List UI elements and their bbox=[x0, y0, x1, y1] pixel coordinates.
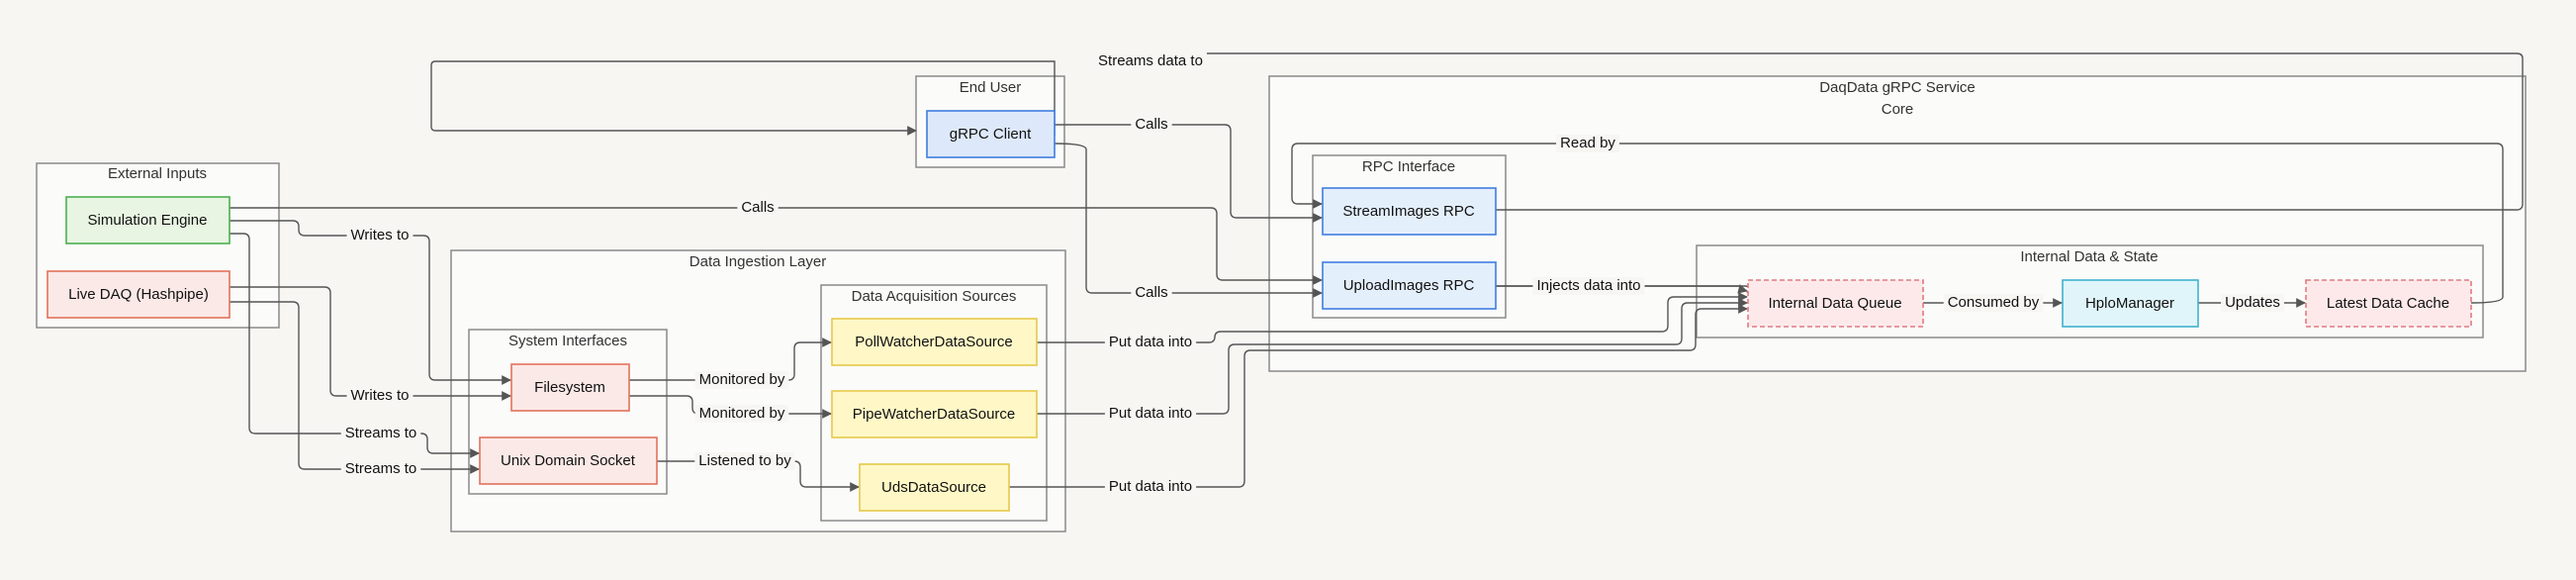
label-put-data-into-poll: Put data into bbox=[1104, 334, 1197, 351]
node-unix-domain-socket[interactable]: Unix Domain Socket bbox=[479, 436, 658, 485]
label-injects-data-into: Injects data into bbox=[1532, 277, 1645, 295]
node-unix-domain-socket-label: Unix Domain Socket bbox=[501, 452, 636, 469]
cluster-end-user-title: End User bbox=[960, 79, 1022, 96]
label-calls-sim: Calls bbox=[737, 199, 779, 217]
node-simulation-engine-label: Simulation Engine bbox=[88, 212, 208, 229]
edge-listened-to-by bbox=[657, 460, 860, 492]
label-streams-data-to: Streams data to bbox=[1094, 52, 1207, 70]
node-upload-images-rpc[interactable]: UploadImages RPC bbox=[1322, 261, 1497, 310]
node-hplo-manager[interactable]: HploManager bbox=[2062, 279, 2199, 328]
cluster-core-title: Core bbox=[1882, 101, 1914, 118]
svg-text:Monitored by: Monitored by bbox=[699, 405, 785, 422]
edge-put-data-into-uds bbox=[1009, 304, 1748, 488]
cluster-external-inputs-title: External Inputs bbox=[108, 165, 207, 182]
svg-text:Streams to: Streams to bbox=[345, 460, 417, 477]
node-pipe-watcher-label: PipeWatcherDataSource bbox=[853, 406, 1016, 423]
label-monitored-by-pipe: Monitored by bbox=[694, 405, 789, 423]
node-poll-watcher-label: PollWatcherDataSource bbox=[855, 334, 1013, 350]
node-latest-data-cache[interactable]: Latest Data Cache bbox=[2305, 279, 2472, 328]
edge-injects-arrow bbox=[1496, 284, 1748, 294]
edge-monitored-by-poll bbox=[629, 338, 832, 381]
svg-text:Streams data to: Streams data to bbox=[1098, 52, 1203, 69]
label-updates: Updates bbox=[2221, 294, 2284, 312]
svg-text:Updates: Updates bbox=[2225, 294, 2280, 311]
svg-text:Put data into: Put data into bbox=[1109, 334, 1192, 350]
edge-stream-back bbox=[1201, 52, 2524, 211]
cluster-system-interfaces-title: System Interfaces bbox=[508, 333, 627, 349]
svg-text:Put data into: Put data into bbox=[1109, 405, 1192, 422]
node-upload-images-rpc-label: UploadImages RPC bbox=[1343, 277, 1475, 294]
node-simulation-engine[interactable]: Simulation Engine bbox=[65, 196, 230, 244]
node-internal-data-queue[interactable]: Internal Data Queue bbox=[1747, 279, 1924, 328]
edge-streams-to-daq bbox=[230, 301, 480, 474]
svg-text:Put data into: Put data into bbox=[1109, 478, 1192, 495]
cluster-ingestion-layer-title: Data Ingestion Layer bbox=[690, 253, 826, 270]
node-poll-watcher[interactable]: PollWatcherDataSource bbox=[831, 318, 1038, 366]
edge-labels: Streams data to Calls Calls Calls Read b… bbox=[340, 52, 2284, 496]
node-live-daq[interactable]: Live DAQ (Hashpipe) bbox=[46, 270, 230, 319]
label-read-by: Read by bbox=[1556, 135, 1619, 152]
svg-text:Writes to: Writes to bbox=[351, 387, 410, 404]
label-consumed-by: Consumed by bbox=[1943, 294, 2044, 312]
node-latest-data-cache-label: Latest Data Cache bbox=[2327, 295, 2449, 312]
cluster-daqdata-service-title: DaqData gRPC Service bbox=[1819, 79, 1976, 96]
label-writes-to-daq: Writes to bbox=[346, 387, 414, 405]
label-monitored-by-poll: Monitored by bbox=[694, 371, 789, 389]
svg-text:Writes to: Writes to bbox=[351, 227, 410, 243]
node-grpc-client-label: gRPC Client bbox=[950, 126, 1032, 143]
label-writes-to-sim: Writes to bbox=[346, 227, 414, 244]
svg-text:Streams to: Streams to bbox=[345, 425, 417, 441]
node-stream-images-rpc-label: StreamImages RPC bbox=[1342, 203, 1475, 220]
label-calls-client-upload: Calls bbox=[1131, 284, 1172, 302]
nodes: Simulation Engine Live DAQ (Hashpipe) gR… bbox=[46, 110, 2472, 512]
node-pipe-watcher[interactable]: PipeWatcherDataSource bbox=[831, 390, 1038, 438]
edge-streams-to-sim bbox=[230, 233, 480, 458]
edge-put-data-into-poll bbox=[1037, 292, 1748, 343]
node-filesystem[interactable]: Filesystem bbox=[510, 363, 630, 412]
label-calls-client-stream: Calls bbox=[1131, 116, 1172, 134]
node-live-daq-label: Live DAQ (Hashpipe) bbox=[68, 286, 209, 303]
node-stream-images-rpc[interactable]: StreamImages RPC bbox=[1322, 187, 1497, 236]
edge-calls-sim bbox=[230, 207, 1323, 285]
label-put-data-into-pipe: Put data into bbox=[1104, 405, 1197, 423]
label-put-data-into-uds: Put data into bbox=[1104, 478, 1197, 496]
node-uds-source-label: UdsDataSource bbox=[881, 479, 986, 496]
cluster-rpc-interface-title: RPC Interface bbox=[1362, 158, 1455, 175]
node-filesystem-label: Filesystem bbox=[534, 379, 605, 396]
cluster-acquisition-sources-title: Data Acquisition Sources bbox=[852, 288, 1017, 305]
edge-calls-client-stream bbox=[1055, 124, 1323, 223]
edge-streams-data-to bbox=[430, 60, 1056, 136]
svg-text:Read by: Read by bbox=[1560, 135, 1615, 151]
svg-text:Consumed by: Consumed by bbox=[1948, 294, 2040, 311]
svg-text:Calls: Calls bbox=[1135, 116, 1167, 133]
svg-text:Listened to by: Listened to by bbox=[698, 452, 791, 469]
cluster-internal-state-title: Internal Data & State bbox=[2020, 248, 2158, 265]
edge-calls-client-upload bbox=[1054, 143, 1323, 298]
node-uds-source[interactable]: UdsDataSource bbox=[859, 463, 1010, 512]
label-listened-to-by: Listened to by bbox=[694, 452, 795, 470]
node-grpc-client[interactable]: gRPC Client bbox=[926, 110, 1056, 158]
node-hplo-manager-label: HploManager bbox=[2085, 295, 2174, 312]
label-streams-to-daq: Streams to bbox=[340, 460, 421, 478]
edge-read-by bbox=[1291, 143, 2504, 304]
edge-writes-to-daq bbox=[230, 286, 511, 401]
svg-text:Monitored by: Monitored by bbox=[699, 371, 785, 388]
svg-text:Calls: Calls bbox=[1135, 284, 1167, 301]
svg-text:Calls: Calls bbox=[741, 199, 774, 216]
node-internal-data-queue-label: Internal Data Queue bbox=[1768, 295, 1901, 312]
svg-text:Injects data into: Injects data into bbox=[1536, 277, 1640, 294]
edge-put-data-into-pipe bbox=[1037, 298, 1748, 415]
label-streams-to-sim: Streams to bbox=[340, 425, 421, 442]
